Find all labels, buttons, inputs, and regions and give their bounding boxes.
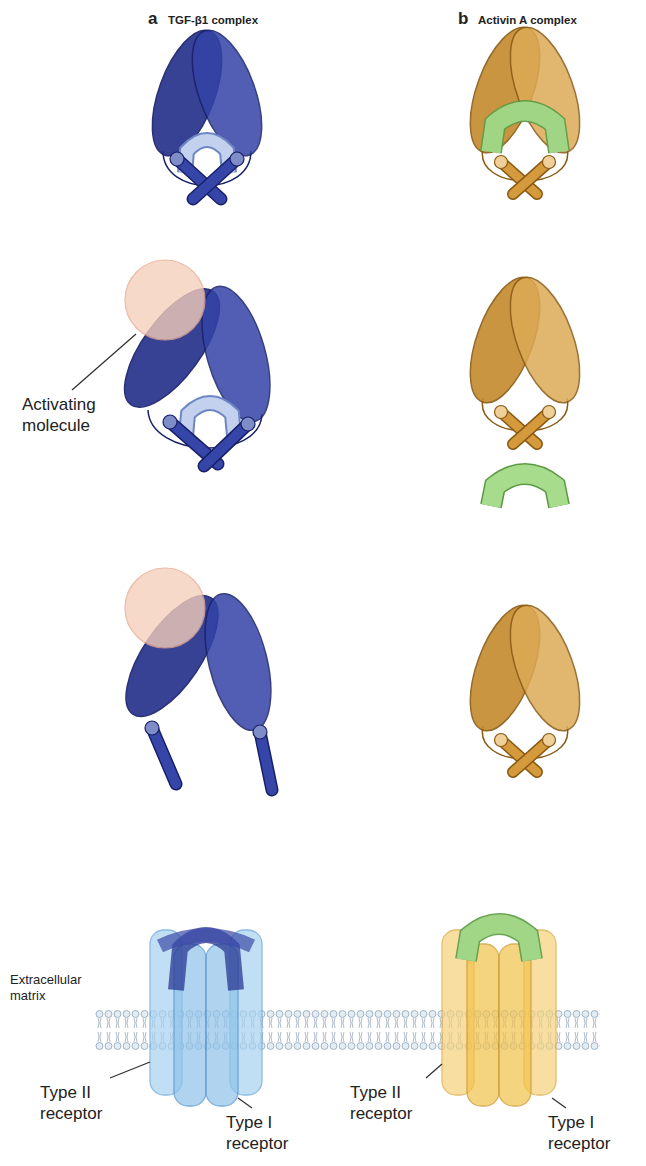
receptor-label: Type II receptor — [350, 1082, 440, 1125]
receptor-label: Type I receptor — [548, 1112, 638, 1155]
panel-title: Activin A complex — [478, 13, 628, 27]
activin-free-dimer — [456, 596, 594, 772]
activin-receptor-complex — [442, 924, 556, 1106]
activin-bound-complex — [456, 18, 594, 194]
activin-open-complex — [456, 268, 594, 444]
annotation-label: Activating molecule — [22, 394, 132, 437]
receptor-label: Type I receptor — [226, 1112, 316, 1155]
leader-line — [552, 1098, 566, 1108]
leader-line — [238, 1098, 252, 1108]
region-label: Extracellular matrix — [10, 972, 100, 1005]
released-prodomain — [491, 474, 559, 506]
panel-letter: b — [458, 8, 478, 29]
leader-line — [426, 1064, 442, 1078]
tgf-latent-complex — [138, 21, 276, 199]
panel-title: TGF-β1 complex — [168, 13, 298, 27]
tgf-receptor-complex — [150, 930, 262, 1106]
tgf-bound-complex — [107, 260, 283, 466]
tgf-released-complex — [109, 568, 283, 790]
receptor-label: Type II receptor — [40, 1082, 130, 1125]
panel-letter: a — [148, 8, 168, 29]
leader-line — [110, 1062, 150, 1078]
leader-line — [72, 334, 136, 390]
